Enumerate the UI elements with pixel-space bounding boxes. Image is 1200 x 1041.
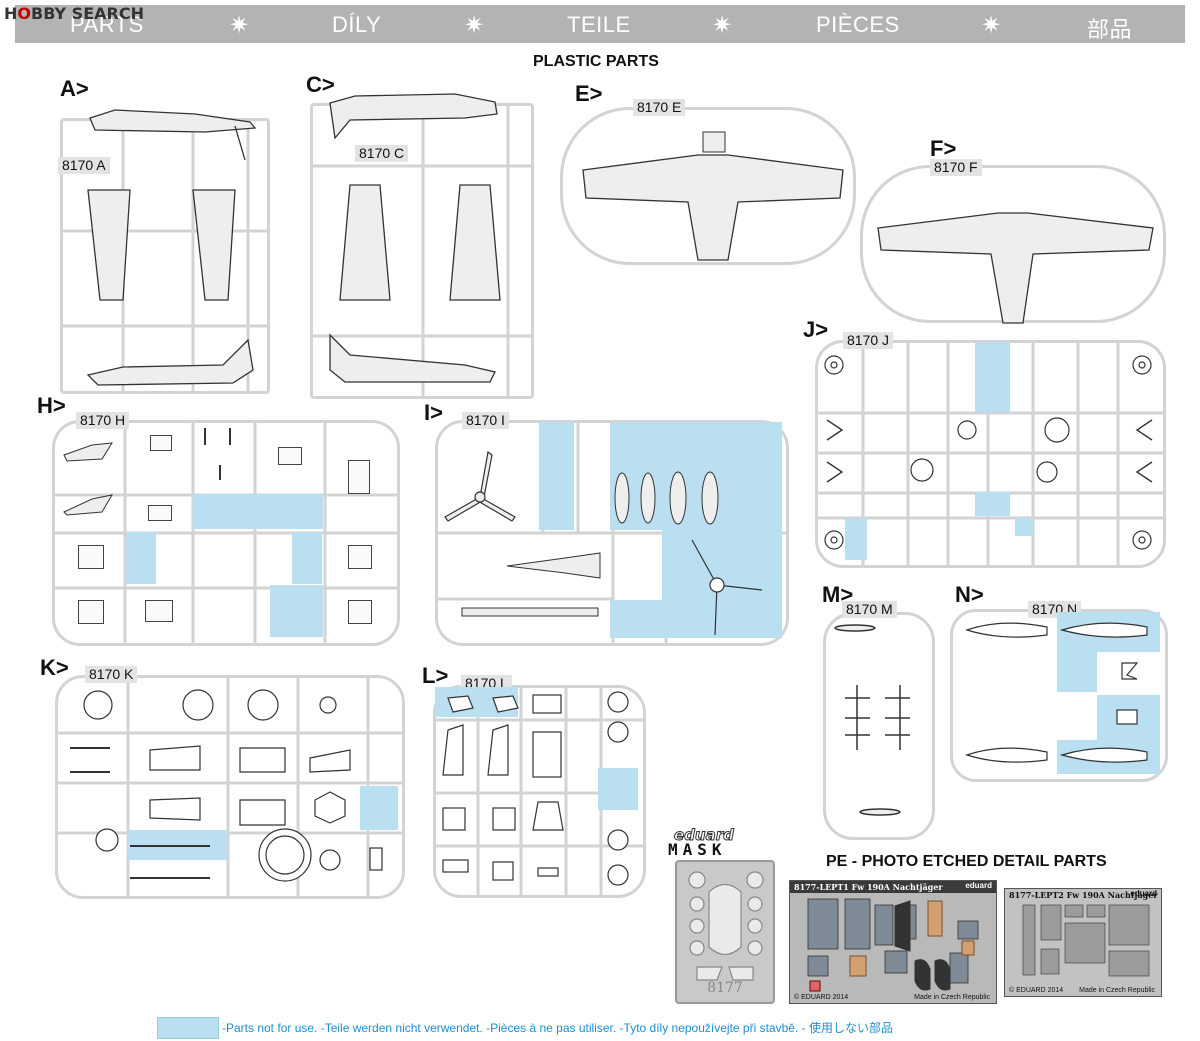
header-label-pieces: PIÈCES — [816, 12, 900, 37]
hobby-search-watermark: HOBBY SEARCH — [4, 4, 144, 23]
header-label-dily: DÍLY — [332, 12, 382, 37]
small-part — [145, 600, 173, 622]
pe-title: PE - PHOTO ETCHED DETAIL PARTS — [826, 853, 1107, 870]
not-for-use-area — [975, 342, 1010, 412]
exhaust-part — [506, 552, 601, 579]
sprue-k-frame — [55, 675, 405, 899]
canopy-mask-sheet: 8177 — [675, 860, 775, 1004]
not-for-use-area — [1015, 518, 1033, 536]
fuselage-half-part — [86, 338, 254, 386]
not-for-use-swatch — [157, 1017, 219, 1039]
sprue-letter-h: H> — [37, 393, 66, 418]
header-separator: ✷ — [464, 12, 485, 39]
drop-tank-part — [614, 471, 719, 525]
antenna-parts — [834, 624, 910, 816]
not-for-use-legend: -Parts not for use. -Teile werden nicht … — [222, 1021, 893, 1035]
sprue-letter-e: E> — [575, 81, 603, 106]
pe-fret-1-origin: Made in Czech Republic — [914, 994, 990, 1001]
sprue-code-k: 8170 K — [85, 666, 138, 683]
not-for-use-area — [360, 786, 398, 830]
pe-fret-1: 8177-LEPT1 Fw 190A Nachtjäger eduard © E… — [789, 880, 997, 1004]
sprue-code-m: 8170 M — [842, 601, 897, 618]
not-for-use-area — [126, 532, 156, 584]
header-label-parts: PARTS — [70, 12, 144, 37]
sprue-letter-k: K> — [40, 655, 69, 680]
header-label-japanese: 部品 — [1087, 18, 1133, 43]
pe-fret-2-origin: Made in Czech Republic — [1079, 987, 1155, 994]
parts-header-bar: PARTS ✷ DÍLY ✷ TEILE ✷ PIÈCES ✷ 部品 — [15, 5, 1185, 43]
wing-upper-part — [339, 184, 391, 301]
small-part — [348, 545, 372, 569]
sprue-code-e: 8170 E — [633, 99, 686, 116]
pe-fret-1-title: 8177-LEPT1 Fw 190A Nachtjäger — [794, 882, 943, 892]
header-separator: ✷ — [981, 12, 1002, 39]
sprue-j-frame — [815, 340, 1166, 568]
plastic-parts-title: PLASTIC PARTS — [533, 53, 659, 70]
not-for-use-area — [270, 585, 323, 637]
small-part — [204, 428, 231, 480]
wing-lower-part — [192, 189, 236, 301]
not-for-use-area — [975, 492, 1010, 516]
long-rod-part — [461, 607, 599, 617]
sprue-letter-c: C> — [306, 72, 335, 97]
fuselage-half-part — [329, 93, 498, 140]
header-separator: ✷ — [229, 12, 250, 39]
pe-fret-2-brand: eduard — [1130, 889, 1157, 898]
cowl-part — [63, 442, 113, 516]
upper-wing-part — [582, 131, 844, 261]
wing-lower-part — [87, 189, 131, 301]
pe-fret-1-copyright: © EDUARD 2014 — [794, 994, 849, 1001]
sprue-letter-f: F> — [930, 136, 957, 161]
sprue-code-a: 8170 A — [58, 157, 110, 174]
engine-parts-cluster — [70, 689, 383, 882]
propeller-part — [444, 450, 516, 522]
small-part — [150, 435, 172, 451]
pe-fret-2: 8177-LEPT2 Fw 190A Nachtjäger eduard © E… — [1004, 888, 1162, 997]
not-for-use-area — [598, 768, 638, 810]
canopy-parts — [965, 622, 1148, 763]
not-for-use-area — [610, 600, 662, 638]
propeller-part — [691, 539, 763, 636]
sprue-letter-i: I> — [424, 400, 443, 425]
eduard-mask-logo: eduard MASK — [668, 826, 734, 860]
small-parts-cluster — [824, 355, 1153, 550]
sprue-code-j: 8170 J — [843, 332, 894, 349]
pe-fret-1-brand: eduard — [965, 881, 992, 890]
not-for-use-area — [845, 518, 867, 560]
sprue-code-i: 8170 I — [462, 412, 509, 429]
not-for-use-area — [193, 494, 323, 529]
cockpit-parts-cluster — [442, 691, 629, 886]
lower-wing-part — [877, 212, 1154, 324]
small-part — [78, 545, 104, 569]
sprue-code-h: 8170 H — [76, 412, 130, 429]
small-part — [348, 460, 370, 494]
sprue-code-f: 8170 F — [930, 159, 982, 176]
pe-fret-2-title: 8177-LEPT2 Fw 190A Nachtjäger — [1009, 890, 1158, 900]
not-for-use-area — [610, 422, 782, 530]
wing-upper-part — [449, 184, 501, 301]
not-for-use-area — [292, 532, 322, 584]
sprue-code-c: 8170 C — [355, 145, 409, 162]
small-part — [278, 447, 302, 465]
mask-number: 8177 — [707, 980, 743, 996]
small-part — [348, 600, 372, 624]
pe-fret-2-copyright: © EDUARD 2014 — [1009, 987, 1064, 994]
sprue-letter-n: N> — [955, 582, 984, 607]
header-separator: ✷ — [712, 12, 733, 39]
fuselage-half-part — [89, 109, 257, 161]
sprue-letter-j: J> — [803, 317, 829, 342]
small-part — [78, 600, 104, 624]
fuselage-half-part — [329, 333, 496, 383]
sprue-c-frame — [310, 103, 534, 399]
not-for-use-area — [1057, 652, 1097, 692]
sprue-letter-l: L> — [422, 663, 449, 688]
sprue-letter-a: A> — [60, 76, 89, 101]
sprue-h-frame — [52, 420, 400, 646]
header-label-teile: TEILE — [567, 12, 631, 37]
not-for-use-area — [539, 422, 574, 530]
small-part — [148, 505, 172, 521]
sprue-m-frame — [823, 612, 935, 840]
